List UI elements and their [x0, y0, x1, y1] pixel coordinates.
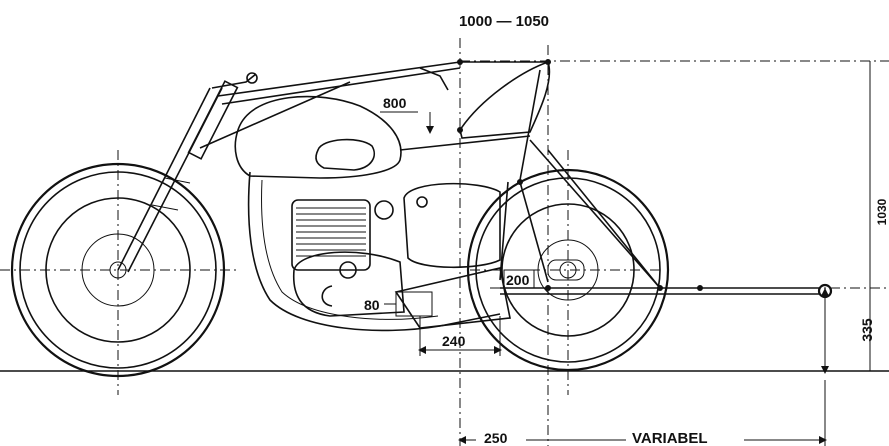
seat-height-arrowhead [426, 126, 434, 134]
footpeg-offset-label: 200 [506, 272, 530, 288]
rear-subframe [399, 69, 661, 289]
engine [291, 199, 405, 317]
handlebar [211, 72, 258, 89]
rear-wheel [466, 168, 670, 372]
oil-tank-cap [416, 196, 428, 208]
frame-cradle [247, 171, 501, 332]
primary-chaincase [394, 267, 511, 329]
engine-to-pivot-label: 240 [442, 333, 466, 349]
swingarm-pivot-offset-label: 250 [484, 430, 508, 446]
variable-length-label: VARIABEL [632, 430, 708, 446]
oil-tank [403, 182, 501, 269]
seat-height-label: 800 [383, 95, 407, 111]
footpeg-offset-box [503, 269, 535, 289]
frame-top-rails [199, 61, 548, 149]
tank-badge [315, 138, 376, 171]
seat [459, 60, 551, 139]
overall-height-label: 1030 [875, 198, 889, 225]
fuel-tank [234, 95, 402, 179]
footpeg-height-label: 335 [859, 318, 875, 342]
front-wheel [10, 162, 226, 378]
ground-clearance-label: 80 [364, 297, 380, 313]
frame-cradle-inner [261, 179, 439, 320]
wheelbase-range-label: 1000 — 1050 [459, 13, 549, 30]
ground-clearance-box [395, 291, 433, 317]
swingarm [457, 59, 833, 299]
